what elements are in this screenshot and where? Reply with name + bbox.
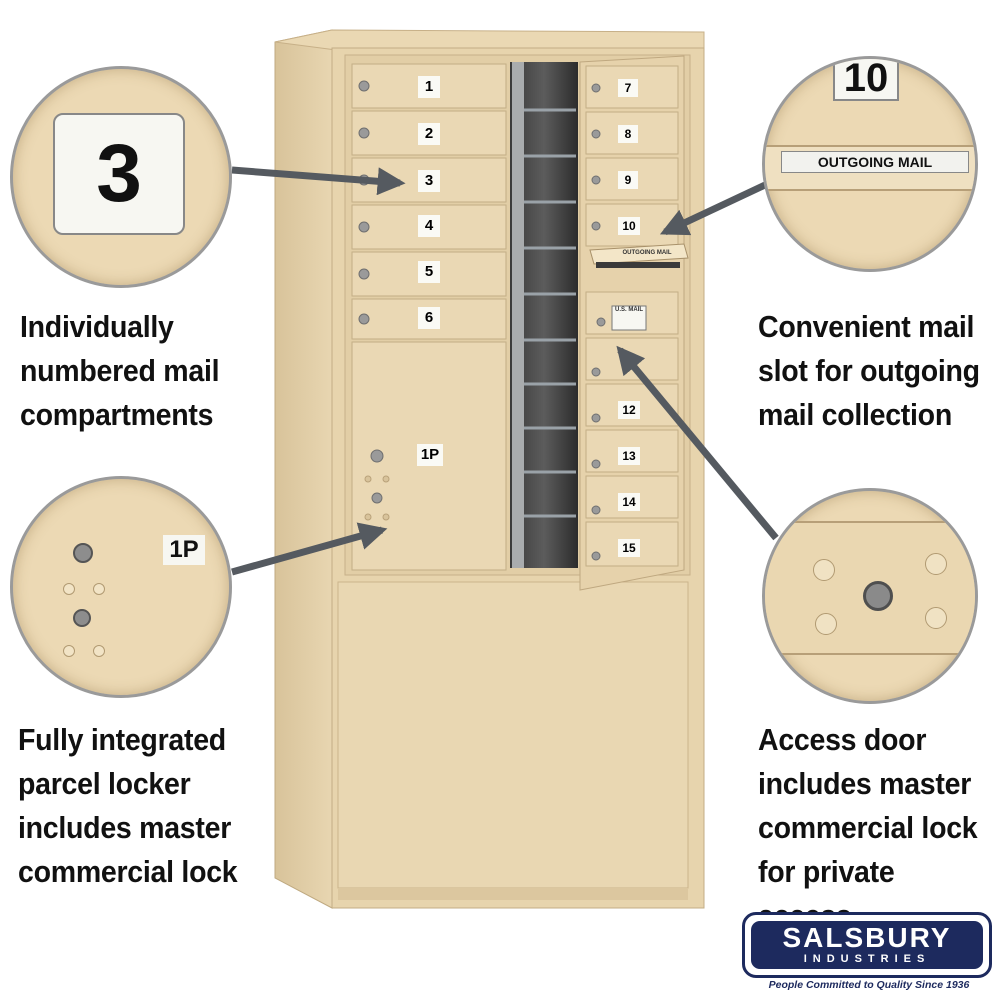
parcel-locker-label: 1P (417, 444, 443, 466)
feature-text-numbered: Individually numbered mail compartments (20, 309, 220, 432)
access-door-closeup (765, 521, 975, 655)
compartment-4-label: 4 (418, 215, 440, 237)
rivet (815, 613, 837, 635)
brand-tagline: People Committed to Quality Since 1936 (768, 979, 970, 991)
callout-circle-access-door (762, 488, 978, 704)
compartment-number-closeup: 3 (53, 113, 185, 235)
compartment-10-closeup: 10 (833, 59, 899, 101)
compartment-13-label: 13 (618, 447, 640, 465)
rivet (93, 645, 105, 657)
compartment-3-label: 3 (418, 170, 440, 192)
feature-text-outgoing: Convenient mail slot for outgoing mail c… (758, 309, 980, 432)
brand-name: SALSBURY (782, 922, 952, 953)
compartment-10-label: 10 (618, 217, 640, 235)
compartment-8-label: 8 (618, 125, 638, 143)
parcel-closeup-label: 1P (163, 535, 205, 565)
usmail-label: U.S. MAIL (615, 307, 643, 313)
lock-icon (73, 609, 91, 627)
salsbury-logo: SALSBURY INDUSTRIES (742, 912, 992, 978)
logo-plate: SALSBURY INDUSTRIES (751, 921, 983, 969)
compartment-12-label: 12 (618, 401, 640, 419)
rivet (63, 645, 75, 657)
compartment-15-label: 15 (618, 539, 640, 557)
compartment-14-label: 14 (618, 493, 640, 511)
feature-text-access-door: Access door includes master commercial l… (758, 722, 978, 933)
callout-circle-parcel: 1P (10, 476, 232, 698)
compartment-7-label: 7 (618, 79, 638, 97)
compartment-6-label: 6 (418, 307, 440, 329)
outgoing-mail-closeup-label: OUTGOING MAIL (781, 151, 969, 173)
rivet (63, 583, 75, 595)
feature-text-parcel: Fully integrated parcel locker includes … (18, 722, 238, 889)
compartment-1-label: 1 (418, 76, 440, 98)
compartment-9-label: 9 (618, 171, 638, 189)
compartment-2-label: 2 (418, 123, 440, 145)
rivet (813, 559, 835, 581)
lock-icon (73, 543, 93, 563)
outgoing-slot-label: OUTGOING MAIL (622, 250, 672, 256)
lock-icon (863, 581, 893, 611)
callout-arrows (231, 166, 779, 576)
brand-sub: INDUSTRIES (803, 953, 931, 965)
rivet (93, 583, 105, 595)
compartment-5-label: 5 (418, 261, 440, 283)
rivet (925, 607, 947, 629)
open-door-interior (510, 62, 578, 568)
callout-circle-number: 3 (10, 66, 232, 288)
rivet (925, 553, 947, 575)
callout-circle-outgoing: 10 OUTGOING MAIL (762, 56, 978, 272)
